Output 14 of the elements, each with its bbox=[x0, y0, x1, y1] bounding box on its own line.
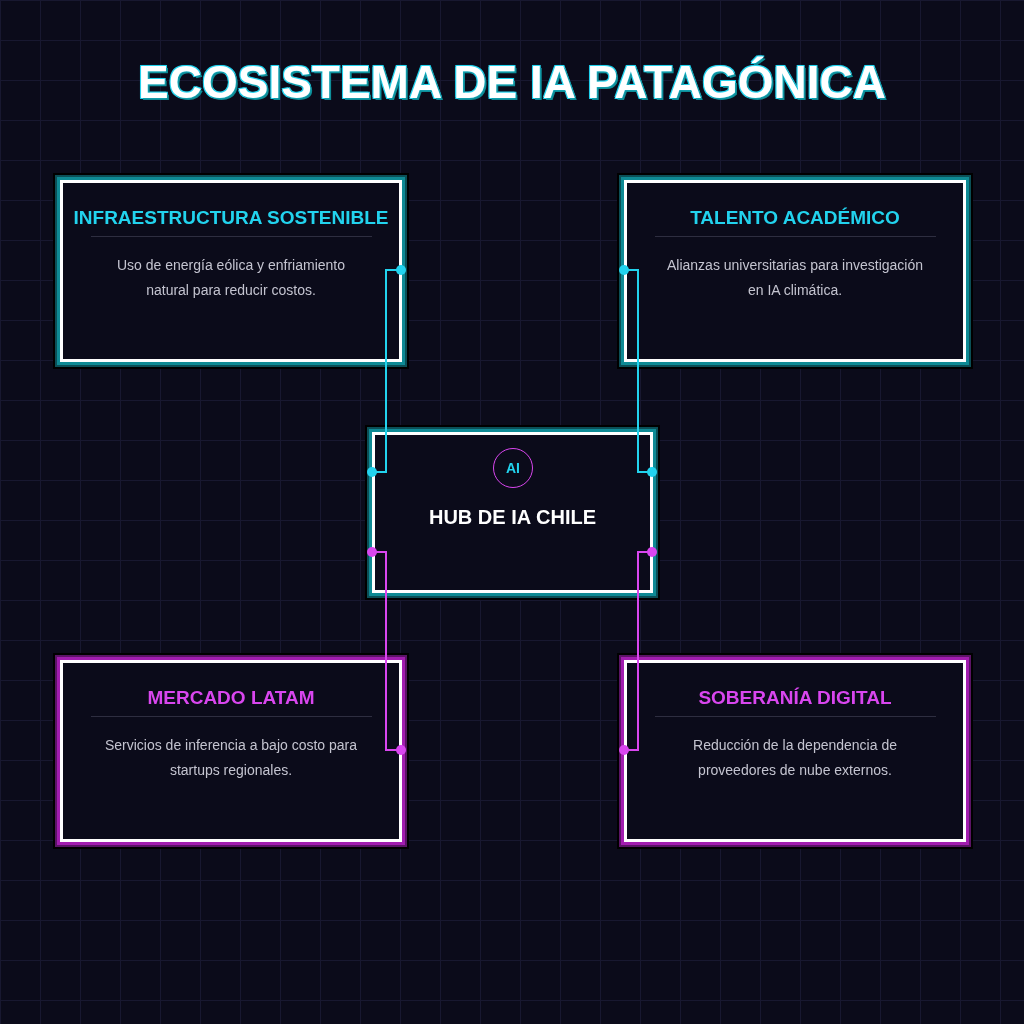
card-description: Uso de energía eólica y enfriamiento natural para reducir costos. bbox=[116, 256, 346, 300]
card-heading: MERCADO LATAM bbox=[147, 686, 315, 710]
card-heading: INFRAESTRUCTURA SOSTENIBLE bbox=[73, 206, 389, 230]
hub-title: HUB DE IA CHILE bbox=[427, 505, 597, 530]
connector-line bbox=[619, 265, 657, 477]
card-description: Alianzas universitarias para investigación en IA climática. bbox=[666, 256, 924, 300]
card-description: Reducción de la dependencia de proveedores de nube externos. bbox=[692, 736, 898, 780]
connector-line bbox=[367, 265, 406, 477]
connector-line bbox=[619, 547, 657, 755]
card-heading: SOBERANÍA DIGITAL bbox=[698, 686, 892, 710]
card-description: Servicios de inferencia a bajo costo para startups regionales. bbox=[103, 736, 359, 780]
connector-line bbox=[367, 547, 406, 755]
card-heading: TALENTO ACADÉMICO bbox=[690, 206, 900, 230]
title: ECOSISTEMA DE IA PATAGÓNICA bbox=[137, 55, 887, 110]
